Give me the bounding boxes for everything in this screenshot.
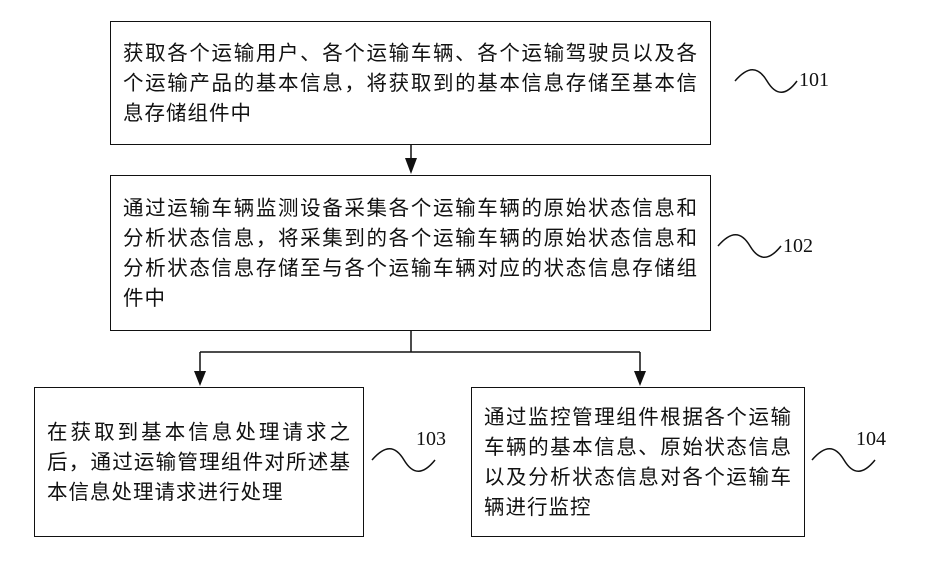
leader-line-102 <box>718 235 781 258</box>
arrow-101-to-102 <box>405 145 417 174</box>
step-103-text: 在获取到基本信息处理请求之后，通过运输管理组件对所述基本信息处理请求进行处理 <box>47 417 351 507</box>
step-103-box: 在获取到基本信息处理请求之后，通过运输管理组件对所述基本信息处理请求进行处理 <box>34 387 364 537</box>
step-101-box: 获取各个运输用户、各个运输车辆、各个运输驾驶员以及各个运输产品的基本信息，将获取… <box>110 21 711 145</box>
leader-line-103 <box>372 449 435 472</box>
step-101-label: 101 <box>799 69 829 92</box>
step-104-label: 104 <box>856 428 886 451</box>
step-103-label: 103 <box>416 428 446 451</box>
step-101-text: 获取各个运输用户、各个运输车辆、各个运输驾驶员以及各个运输产品的基本信息，将获取… <box>123 38 698 128</box>
step-102-text: 通过运输车辆监测设备采集各个运输车辆的原始状态信息和分析状态信息，将采集到的各个… <box>123 193 698 313</box>
leader-line-101 <box>735 70 797 93</box>
step-104-box: 通过监控管理组件根据各个运输车辆的基本信息、原始状态信息以及分析状态信息对各个运… <box>471 387 805 537</box>
arrow-102-to-104 <box>634 352 646 386</box>
step-102-box: 通过运输车辆监测设备采集各个运输车辆的原始状态信息和分析状态信息，将采集到的各个… <box>110 175 711 331</box>
arrow-102-split <box>200 331 640 352</box>
arrow-102-to-103 <box>194 352 206 386</box>
step-102-label: 102 <box>783 235 813 258</box>
step-104-text: 通过监控管理组件根据各个运输车辆的基本信息、原始状态信息以及分析状态信息对各个运… <box>484 402 792 522</box>
leader-line-104 <box>812 449 875 472</box>
